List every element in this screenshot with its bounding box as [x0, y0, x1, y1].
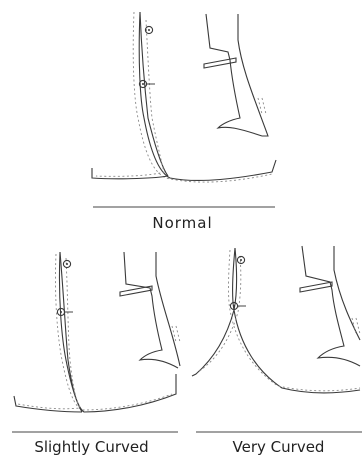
jacket-front-left — [133, 12, 276, 182]
jacket-front-right — [92, 12, 168, 179]
jacket-front-left — [229, 248, 361, 393]
label-normal: Normal — [120, 214, 245, 232]
panel-slightly-curved — [12, 252, 180, 432]
buttonhole — [139, 80, 155, 87]
sleeve — [300, 246, 360, 366]
sleeve — [120, 252, 180, 368]
button — [237, 256, 244, 263]
button — [63, 260, 70, 267]
buttonhole — [57, 308, 73, 315]
label-very-curved: Very Curved — [196, 438, 361, 456]
panel-very-curved — [192, 246, 362, 432]
jacket-front-right — [14, 252, 82, 412]
panel-normal — [92, 12, 276, 207]
sleeve — [204, 14, 268, 136]
label-slightly-curved: Slightly Curved — [4, 438, 179, 456]
